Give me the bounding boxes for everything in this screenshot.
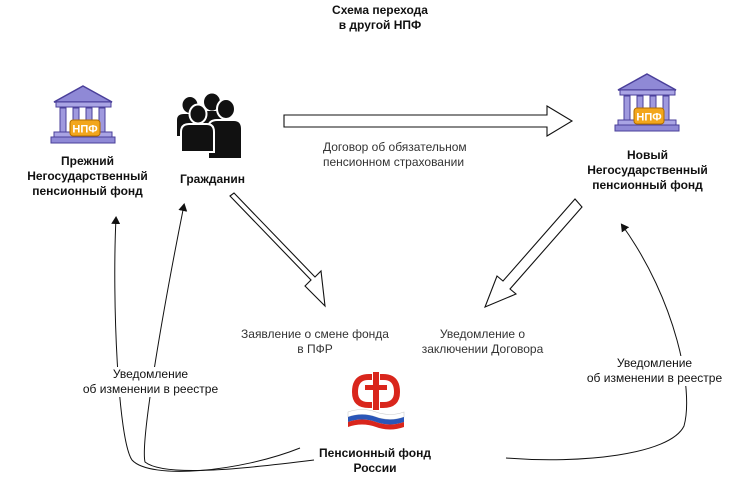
old-fund-badge: НПФ: [72, 124, 97, 136]
new-fund-label-line-2: Негосударственный: [587, 163, 708, 177]
notice-contract-label-line-1: Уведомление о: [439, 327, 526, 341]
new-fund-label: Новый Негосударственный пенсионный фонд: [560, 148, 735, 193]
old-fund-label-line-1: Прежний: [61, 154, 114, 168]
registry-right-label-line-1: Уведомление: [616, 356, 693, 370]
citizen-label: Гражданин: [179, 172, 246, 186]
old-fund-label-line-2: Негосударственный: [27, 169, 148, 183]
bank-icon: НПФ: [614, 73, 680, 132]
pfr-label-line-2: России: [353, 461, 397, 475]
new-fund-badge: НПФ: [636, 112, 661, 124]
registry-left-label-line-2: об изменении в реестре: [82, 382, 219, 396]
registry-right-line: [505, 223, 688, 461]
contract-label-line-1: Договор об обязательном: [323, 140, 467, 154]
contract-label: Договор об обязательном пенсионном страх…: [305, 140, 523, 170]
application-label-line-1: Заявление о смене фонда: [241, 327, 389, 341]
contract-arrow: [283, 105, 574, 137]
registry-left-label: Уведомление об изменении в реестре: [68, 367, 233, 397]
new-fund-label-line-3: пенсионный фонд: [592, 178, 703, 192]
contract-label-line-2: пенсионном страховании: [323, 155, 465, 169]
diagram-title: Схема перехода в другой НПФ: [300, 3, 460, 33]
pfr-logo-icon: [347, 372, 405, 430]
registry-left-inner-line: [143, 203, 315, 471]
old-fund-label-line-3: пенсионный фонд: [32, 184, 143, 198]
notice-contract-label: Уведомление о заключении Договора: [400, 327, 565, 357]
old-fund-label: Прежний Негосударственный пенсионный фон…: [0, 154, 175, 199]
registry-left-outer-line: [111, 216, 301, 472]
bank-icon: НПФ: [50, 85, 116, 144]
registry-left-label-line-1: Уведомление: [112, 367, 189, 381]
title-line-2: в другой НПФ: [338, 18, 422, 32]
notice-contract-arrow: [484, 198, 583, 309]
pfr-label: Пенсионный фонд России: [300, 446, 450, 476]
new-fund-label-line-1: Новый: [627, 148, 668, 162]
pfr-label-line-1: Пенсионный фонд: [319, 446, 431, 460]
notice-contract-label-line-2: заключении Договора: [421, 342, 544, 356]
application-label-line-2: в ПФР: [297, 342, 333, 356]
application-arrow: [229, 192, 326, 308]
title-line-1: Схема перехода: [332, 3, 428, 17]
registry-right-label: Уведомление об изменении в реестре: [572, 356, 735, 386]
application-label: Заявление о смене фонда в ПФР: [220, 327, 410, 357]
registry-right-label-line-2: об изменении в реестре: [586, 371, 723, 385]
people-icon: [177, 93, 243, 160]
